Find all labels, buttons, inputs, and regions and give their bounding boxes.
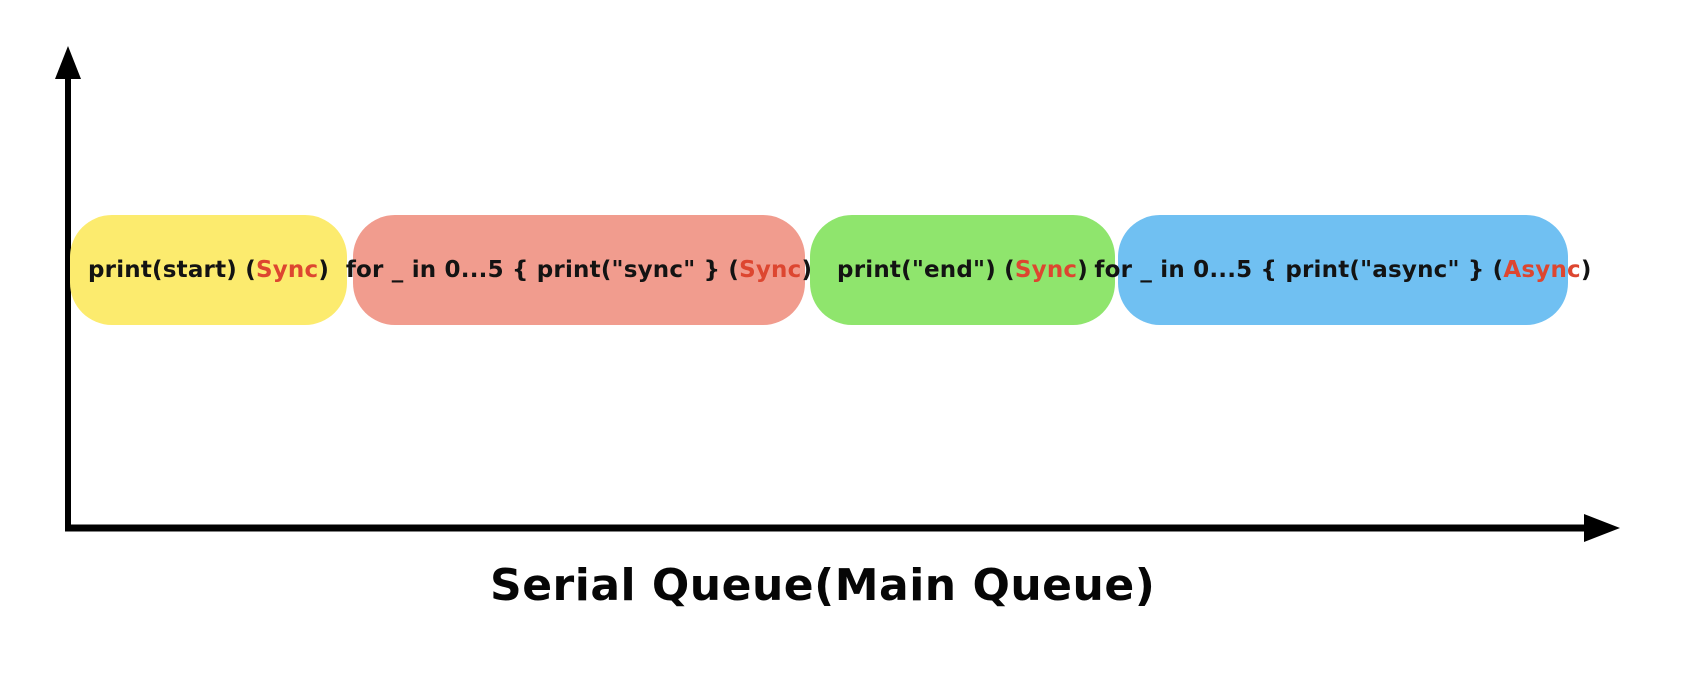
task-label: for _ in 0...5 { print("async" } (Async): [1094, 257, 1591, 283]
task-box-print-end: print("end") (Sync): [810, 215, 1115, 325]
task-box-print-start: print(start) (Sync): [70, 215, 347, 325]
task-async-tag: Async: [1503, 257, 1581, 283]
task-code-close: ): [1580, 257, 1592, 283]
task-code-text: print(start) (: [87, 257, 256, 283]
task-sync-tag: Sync: [1014, 257, 1078, 283]
x-axis-arrow-icon: [1584, 514, 1620, 542]
task-box-for-loop-sync: for _ in 0...5 { print("sync" } (Sync): [346, 215, 812, 325]
task-label: for _ in 0...5 { print("sync" } (Sync): [346, 257, 812, 283]
task-code-text: for _ in 0...5 { print("sync" } (: [345, 257, 740, 283]
task-sync-tag: Sync: [739, 257, 802, 283]
y-axis-arrow-icon: [55, 46, 81, 79]
task-sync-tag: Sync: [255, 257, 319, 283]
task-code-close: ): [1077, 257, 1088, 283]
task-label: print(start) (Sync): [88, 257, 329, 283]
task-label: print("end") (Sync): [837, 257, 1088, 283]
task-code-text: print("end") (: [837, 257, 1015, 283]
task-code-text: for _ in 0...5 { print("async" } (: [1094, 257, 1504, 283]
task-box-for-loop-async: for _ in 0...5 { print("async" } (Async): [1094, 215, 1591, 325]
task-code-close: ): [801, 257, 813, 283]
task-code-close: ): [318, 257, 330, 283]
diagram-title: Serial Queue(Main Queue): [490, 560, 1156, 611]
